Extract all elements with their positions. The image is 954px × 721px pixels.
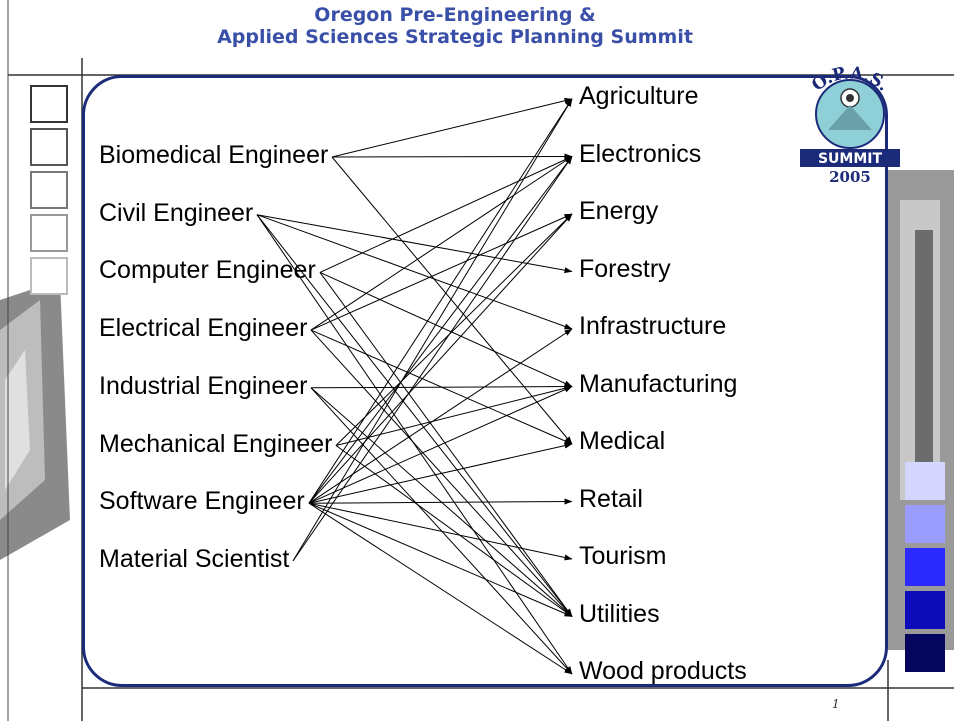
link-arrow — [310, 156, 573, 331]
link-arrow — [256, 214, 573, 330]
logo-banner — [800, 149, 900, 167]
outline-square — [30, 128, 68, 166]
link-arrow — [308, 328, 573, 504]
sector-label: Utilities — [579, 599, 660, 628]
color-square — [905, 591, 945, 629]
outline-square — [30, 85, 68, 123]
gear-hub-icon — [846, 94, 854, 102]
color-square — [905, 505, 945, 543]
title-line-1: Oregon Pre-Engineering & — [314, 4, 596, 26]
sector-label: Wood products — [579, 657, 747, 685]
title-line-2: Applied Sciences Strategic Planning Summ… — [217, 26, 693, 48]
career-label: Mechanical Engineer — [99, 429, 333, 458]
link-arrow — [308, 156, 573, 504]
outline-square — [30, 257, 68, 295]
mountain-icon — [828, 105, 872, 130]
sector-label: Tourism — [579, 542, 667, 570]
link-arrow — [308, 386, 573, 504]
link-arrow — [292, 98, 573, 562]
career-label: Civil Engineer — [99, 198, 254, 227]
link-arrow — [335, 445, 573, 617]
sector-label: Manufacturing — [579, 369, 738, 398]
left-column-image — [0, 280, 70, 560]
right-column-image — [888, 170, 954, 650]
sector-label: Energy — [579, 197, 659, 225]
link-arrow — [308, 502, 573, 561]
link-arrow — [256, 214, 573, 617]
logo-year: 2005 — [829, 168, 871, 185]
link-arrow — [308, 498, 573, 505]
link-arrow — [308, 98, 573, 504]
outline-square — [30, 171, 68, 209]
color-square — [905, 634, 945, 672]
link-arrow — [335, 385, 573, 446]
slide-title: Oregon Pre-Engineering & Applied Science… — [200, 4, 710, 48]
career-label: Material Scientist — [99, 544, 290, 573]
link-arrow — [308, 502, 573, 617]
outline-square — [30, 214, 68, 252]
link-arrow — [331, 97, 573, 158]
link-arrow — [308, 502, 573, 675]
career-label: Biomedical Engineer — [99, 141, 329, 169]
sector-label: Forestry — [579, 254, 671, 283]
link-arrow — [310, 383, 573, 390]
link-arrow — [319, 272, 573, 617]
career-label: Industrial Engineer — [99, 371, 308, 400]
opas-summit-logo: O.P.A.S. SUMMIT 2005 — [800, 63, 900, 185]
career-label: Electrical Engineer — [99, 314, 308, 343]
sector-label: Medical — [579, 427, 666, 455]
link-arrow — [335, 213, 573, 446]
sector-label: Infrastructure — [579, 312, 727, 340]
link-arrow — [331, 156, 573, 445]
career-label: Software Engineer — [99, 487, 305, 516]
career-label: Computer Engineer — [99, 256, 316, 285]
sector-label: Electronics — [579, 139, 702, 168]
link-arrow — [319, 156, 573, 273]
link-arrow — [319, 271, 573, 387]
page-number: 1 — [832, 697, 840, 711]
link-arrow — [308, 442, 573, 504]
color-square — [905, 462, 945, 500]
link-arrow — [331, 153, 573, 160]
link-arrow — [308, 213, 573, 504]
logo-banner-text: SUMMIT — [818, 151, 883, 167]
link-arrow — [310, 213, 573, 331]
sector-label: Agriculture — [579, 82, 699, 110]
link-arrow — [256, 214, 573, 274]
color-square — [905, 548, 945, 586]
link-arrow — [292, 156, 573, 562]
sector-label: Retail — [579, 484, 643, 513]
content-panel — [82, 75, 888, 687]
